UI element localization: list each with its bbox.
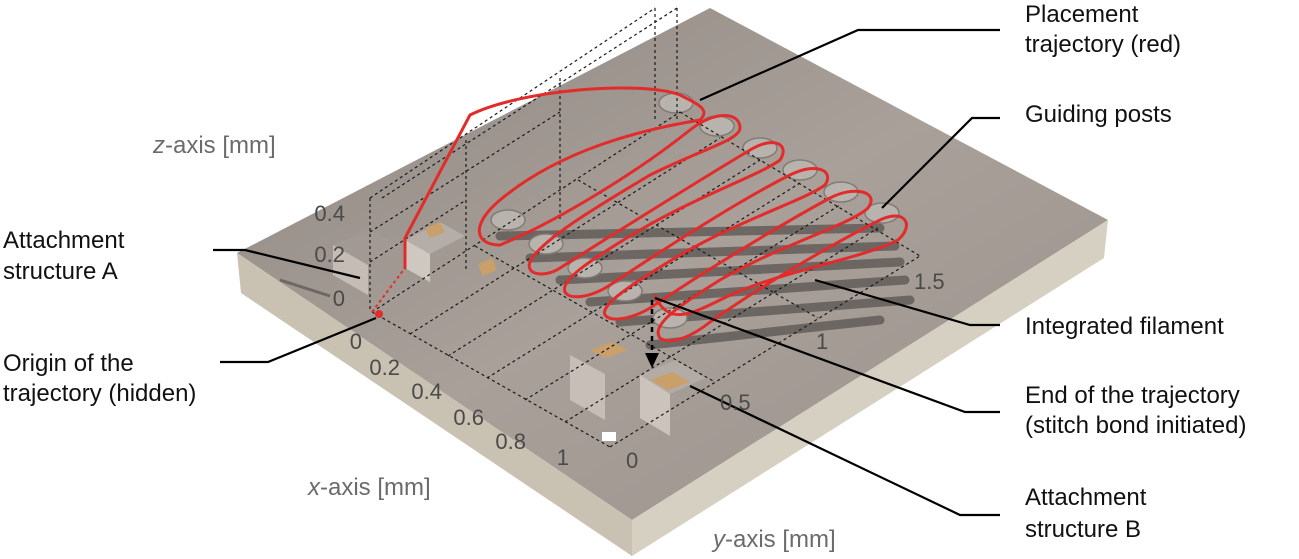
- leader-origin: [220, 316, 377, 364]
- attachment-a-pad: [478, 258, 497, 276]
- trajectory-path: [403, 86, 908, 343]
- label-placement-trajectory: Placement trajectory (red): [1025, 1, 1181, 58]
- guiding-post: [658, 92, 694, 114]
- x-tick-labels: 0 0.2 0.4 0.6 0.8 1: [350, 329, 569, 470]
- substrate-left-face: [237, 253, 632, 556]
- y-tick-label: 1: [816, 329, 828, 354]
- coordinate-frame: [369, 7, 921, 448]
- grid-line: [524, 204, 841, 401]
- attachment-structure-b: [570, 340, 705, 441]
- z-axis-title: z-axis [mm]: [152, 132, 276, 159]
- y-axis-line: [609, 255, 921, 448]
- grid-line: [447, 159, 761, 357]
- filament-channel: [555, 257, 905, 285]
- x-tick-label: 0.2: [369, 355, 400, 380]
- label-origin: Origin of the trajectory (hidden): [3, 350, 196, 407]
- attachment-a-block: [405, 222, 465, 254]
- attachment-b-pad: [590, 342, 628, 358]
- y-axis-back-line: [371, 111, 681, 313]
- filament-channel: [525, 241, 900, 263]
- x-tick-label: 0: [350, 329, 362, 354]
- placement-trajectory: [371, 86, 908, 368]
- attachment-a-pad: [425, 222, 445, 238]
- x-axis-line: [371, 311, 611, 448]
- attachment-structure-a: [279, 222, 497, 298]
- attachment-b-block-side: [640, 375, 670, 436]
- attachment-a-block: [333, 230, 405, 265]
- y-tick-label: 0.5: [720, 390, 751, 415]
- leader-integrated-filament: [814, 278, 1000, 327]
- integrated-filament-channels: [495, 223, 915, 350]
- leader-attachment-b: [689, 385, 1000, 517]
- filament-channel: [645, 315, 885, 350]
- leader-placement-trajectory: [699, 28, 1000, 102]
- attachment-b-pad: [650, 372, 690, 390]
- label-end-trajectory: End of the trajectory (stitch bond initi…: [1025, 382, 1246, 439]
- x-tick-label: 0.6: [453, 405, 484, 430]
- trajectory-origin-marker: [375, 310, 383, 318]
- label-attachment-b: Attachment structure B: [1025, 484, 1153, 543]
- label-integrated-filament: Integrated filament: [1025, 313, 1224, 340]
- y-tick-label: 0: [626, 448, 638, 473]
- substrate-right-face: [632, 220, 1108, 556]
- z-tick-label: 0.4: [314, 201, 345, 226]
- grid-line: [564, 227, 879, 423]
- attachment-b-opening: [602, 432, 616, 441]
- leader-lines: [213, 28, 1000, 517]
- grid-line: [474, 245, 716, 383]
- y-tick-label: 1.5: [914, 269, 945, 294]
- x-tick-label: 0.8: [495, 429, 526, 454]
- label-guiding-posts: Guiding posts: [1025, 101, 1172, 128]
- attachment-a-lead: [279, 278, 331, 298]
- label-attachment-a: Attachment structure A: [3, 227, 131, 285]
- grid-line: [577, 179, 819, 319]
- substrate-top-face: [237, 8, 1108, 520]
- z-tick-labels: 0.4 0.2 0: [314, 201, 345, 311]
- leader-end-trajectory: [654, 296, 1000, 414]
- frame-line: [369, 199, 467, 263]
- grid-line: [409, 137, 721, 335]
- leader-guiding-posts: [881, 116, 1000, 209]
- attachment-b-block-side: [570, 355, 605, 420]
- guiding-post: [490, 209, 526, 231]
- x-axis-title: x-axis [mm]: [307, 474, 431, 501]
- x-tick-label: 0.4: [411, 379, 442, 404]
- guiding-post: [864, 202, 900, 224]
- z-tick-label: 0: [333, 286, 345, 311]
- z-tick-label: 0.2: [314, 242, 345, 267]
- frame-line: [369, 111, 561, 233]
- trajectory-end-arrowhead: [645, 353, 659, 368]
- grid-line: [679, 111, 921, 257]
- filament-channel: [585, 275, 910, 307]
- substrate: [237, 8, 1108, 556]
- y-tick-labels: 0 0.5 1 1.5: [626, 269, 945, 473]
- attachment-a-block-side: [333, 245, 368, 295]
- y-axis-title: y-axis [mm]: [711, 526, 836, 553]
- frame-line: [381, 7, 678, 199]
- attachment-a-block-side: [405, 240, 430, 282]
- grid-line: [486, 182, 801, 379]
- x-tick-label: 1: [557, 445, 569, 470]
- leader-attachment-a: [213, 248, 361, 280]
